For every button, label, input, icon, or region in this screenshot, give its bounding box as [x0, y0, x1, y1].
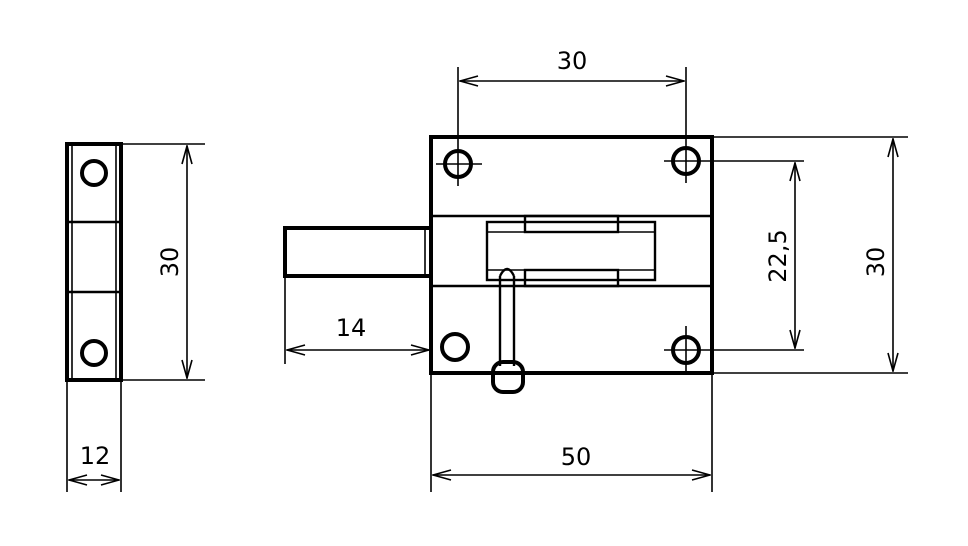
dim-hole-spacing-horizontal-label: 30	[557, 47, 588, 75]
side-hole-bottom	[80, 339, 108, 367]
dim-hole-spacing-horizontal: 30	[457, 47, 687, 186]
dim-side-width: 12	[66, 380, 122, 492]
base-plate	[429, 135, 714, 375]
bolt-rod	[283, 226, 433, 278]
front-view	[283, 135, 714, 394]
dim-bolt-extension: 14	[284, 276, 429, 364]
dim-plate-width-label: 50	[561, 443, 592, 471]
dim-plate-height-label: 30	[862, 247, 890, 278]
dim-plate-height: 30	[712, 136, 908, 374]
side-hole-top	[80, 159, 108, 187]
side-view	[65, 142, 123, 382]
dim-hole-spacing-vertical-label: 22,5	[764, 229, 792, 282]
hole-bottom-left	[440, 332, 470, 362]
dim-side-height-label: 30	[156, 247, 184, 278]
dim-bolt-extension-label: 14	[336, 314, 367, 342]
bolt-handle	[498, 267, 516, 366]
dim-plate-width: 50	[430, 373, 713, 492]
dim-hole-spacing-vertical: 22,5	[712, 160, 804, 351]
handle-knob	[491, 360, 525, 394]
bolt-body	[485, 220, 657, 282]
dim-side-width-label: 12	[80, 442, 111, 470]
dim-side-height: 30	[121, 143, 205, 381]
